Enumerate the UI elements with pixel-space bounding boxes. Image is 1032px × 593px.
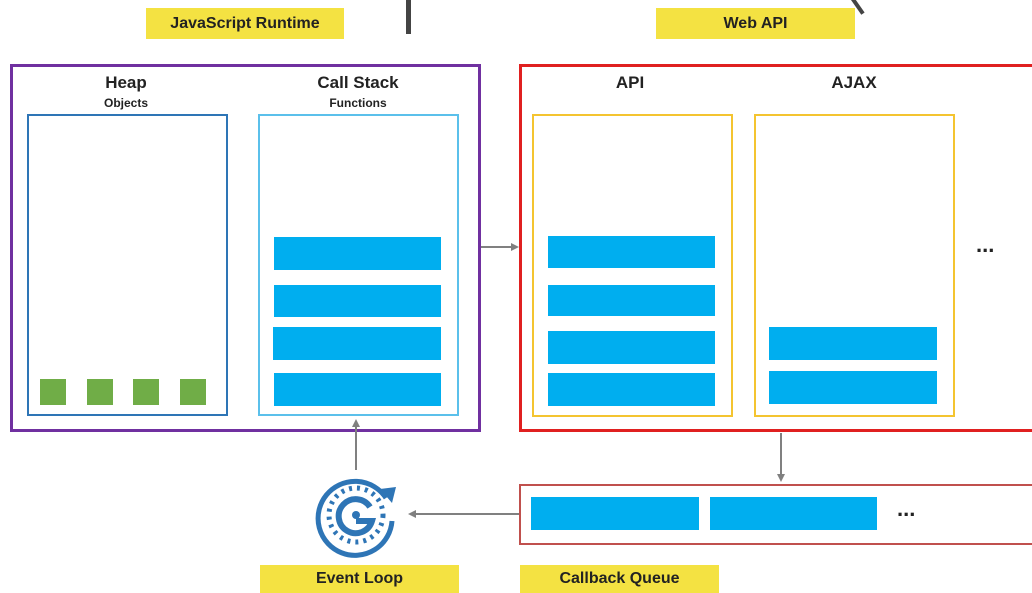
heap-object (133, 379, 159, 405)
event-loop-icon (315, 478, 396, 558)
web-api-label: Web API (656, 8, 855, 39)
web-api-more-ellipsis: ... (976, 232, 995, 257)
api-title: API (615, 73, 645, 92)
ajax-panel (754, 114, 955, 417)
event-loop-label: Event Loop (260, 565, 459, 593)
javascript-runtime-frame (10, 64, 481, 432)
heap-object (87, 379, 113, 405)
ajax-title: AJAX (831, 73, 877, 92)
heap-object (40, 379, 66, 405)
heap-subtitle: Objects (103, 96, 148, 110)
call-stack-frame (274, 285, 441, 317)
call-stack-subtitle: Functions (329, 96, 387, 110)
api-request (548, 373, 715, 406)
heap-title: Heap (105, 73, 147, 92)
heap-panel (27, 114, 228, 416)
api-request (548, 331, 715, 364)
javascript-runtime-label: JavaScript Runtime (146, 8, 344, 39)
callback-queue-frame (519, 484, 1032, 545)
api-request (548, 285, 715, 316)
call-stack-frame (274, 373, 441, 406)
ajax-request (769, 371, 937, 404)
web-api-frame (519, 64, 1032, 432)
callback-queue-label: Callback Queue (520, 565, 719, 593)
top-edge-mark-left (406, 0, 411, 34)
callback-queue-item (531, 497, 699, 530)
callback-queue-item (710, 497, 877, 530)
api-request (548, 236, 715, 268)
call-stack-title: Call Stack (317, 73, 399, 92)
call-stack-frame (274, 237, 441, 270)
callback-queue-more-ellipsis: ... (897, 496, 916, 521)
api-panel (532, 114, 733, 417)
call-stack-frame (273, 327, 441, 360)
ajax-request (769, 327, 937, 360)
call-stack-panel (258, 114, 459, 416)
heap-object (180, 379, 206, 405)
